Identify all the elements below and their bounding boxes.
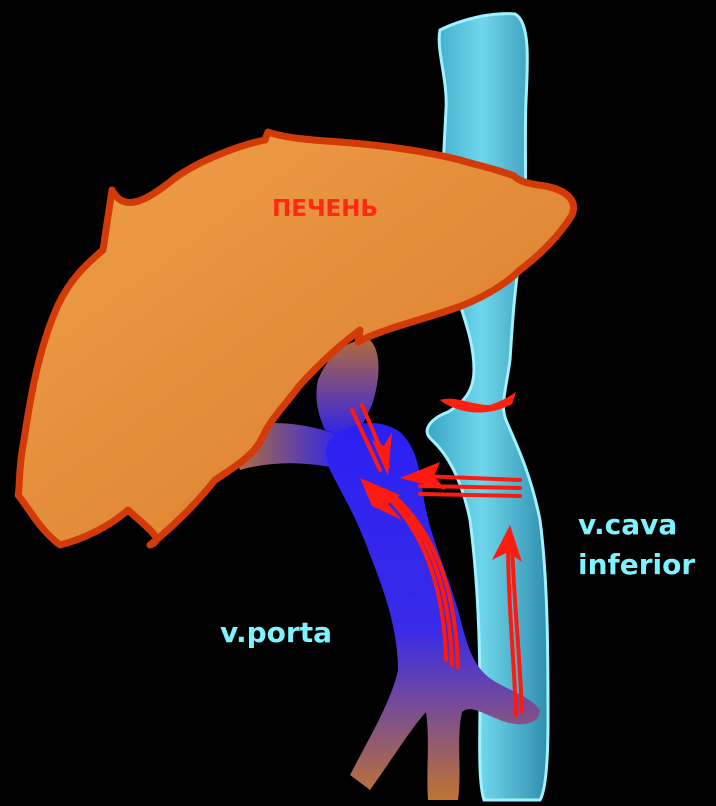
liver-label: ПЕЧЕНЬ bbox=[272, 196, 378, 222]
vena-cava-label-line2: inferior bbox=[578, 545, 695, 585]
vena-cava-inferior-label: v.cava inferior bbox=[578, 505, 695, 585]
vena-cava-label-line1: v.cava bbox=[578, 505, 695, 545]
vena-porta-label: v.porta bbox=[220, 616, 332, 649]
arrow-cava-left-3 bbox=[420, 494, 520, 496]
